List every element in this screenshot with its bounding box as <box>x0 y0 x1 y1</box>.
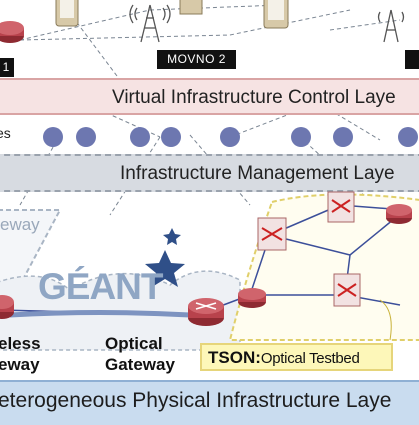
vi-node <box>43 127 63 147</box>
optical-switch-icon <box>327 191 355 223</box>
server-device-icon <box>179 0 203 15</box>
tson-testbed-label: TSON:Optical Testbed <box>200 343 393 371</box>
wireless-gateway-line1: eless <box>0 334 41 353</box>
router-icon <box>0 21 24 43</box>
optical-gateway-line1: Optical <box>105 334 163 353</box>
router-icon <box>188 298 224 326</box>
heterogeneous-physical-infrastructure-layer: eterogeneous Physical Infrastructure Lay… <box>0 380 419 425</box>
vi-node <box>333 127 353 147</box>
virtual-infrastructures-label: es <box>0 125 11 141</box>
geant-star-icon <box>145 228 185 287</box>
movno-1-label: 1 <box>0 58 14 77</box>
antenna-tower-icon-right <box>377 9 405 43</box>
geant-logo: GÉANT <box>38 266 163 307</box>
optical-gateway-label: Optical Gateway <box>105 333 175 375</box>
handheld-device-icon <box>55 0 79 27</box>
infrastructure-management-layer: Infrastructure Management Laye <box>0 154 419 192</box>
wireless-gateway-label: eless eway <box>0 333 41 375</box>
vi-node <box>398 127 418 147</box>
optical-switch-icon <box>257 217 287 251</box>
top-network-icons <box>0 0 405 43</box>
wireless-region-hint: eway <box>0 215 40 234</box>
vi-node <box>291 127 311 147</box>
vi-node <box>161 127 181 147</box>
antenna-tower-icon <box>129 4 171 43</box>
movno-3-label <box>405 50 419 69</box>
tson-subtitle: Optical Testbed <box>260 350 360 367</box>
tablet-device-icon <box>263 0 289 29</box>
vi-node <box>130 127 150 147</box>
physical-topology: eway <box>0 191 419 351</box>
wireless-gateway-line2: eway <box>0 355 40 374</box>
vi-nodes <box>43 127 418 147</box>
vi-node <box>76 127 96 147</box>
optical-switch-icon <box>333 273 361 307</box>
movno-2-label: MOVNO 2 <box>157 50 236 69</box>
virtual-infrastructure-control-layer: Virtual Infrastructure Control Laye <box>0 78 419 115</box>
tson-title: TSON: <box>208 348 261 367</box>
router-icon <box>0 295 14 319</box>
vi-node <box>220 127 240 147</box>
management-layer-title: Infrastructure Management Laye <box>120 163 395 184</box>
router-icon <box>386 204 412 224</box>
optical-gateway-line2: Gateway <box>105 355 175 374</box>
virtual-layer-title: Virtual Infrastructure Control Laye <box>112 87 396 108</box>
router-icon <box>238 288 266 308</box>
physical-layer-title: eterogeneous Physical Infrastructure Lay… <box>0 389 392 412</box>
